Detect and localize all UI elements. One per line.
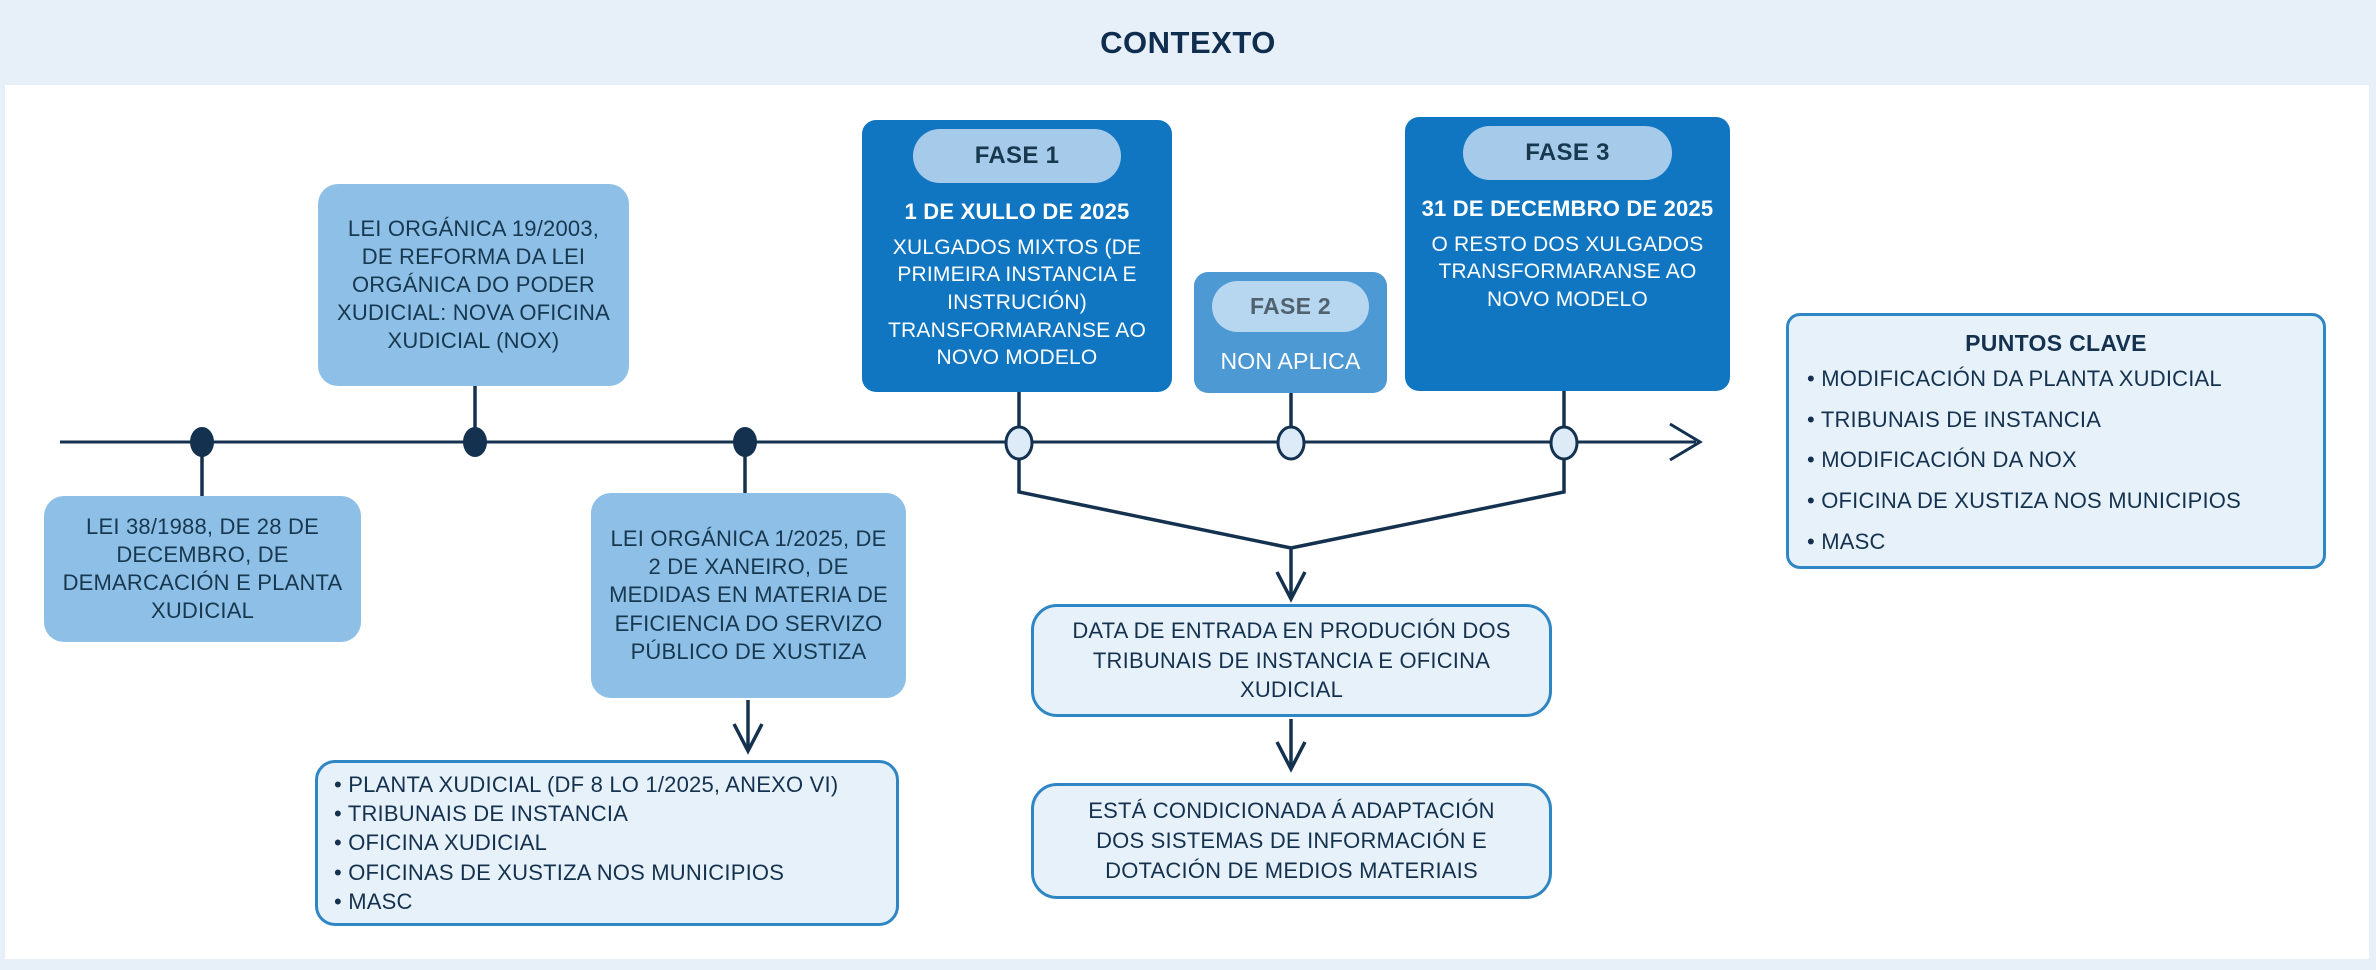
- list-item: MASC: [334, 887, 880, 916]
- fase3-text: O RESTO DOS XULGADOS TRANSFORMARANSE AO …: [1431, 232, 1704, 312]
- law-box-lei-organica-1-2025: LEI ORGÁNICA 1/2025, DE 2 DE XANEIRO, DE…: [591, 493, 906, 698]
- fase1-box: FASE 1 1 DE XULLO DE 2025 XULGADOS MIXTO…: [862, 120, 1172, 392]
- puntos-clave-title: PUNTOS CLAVE: [1965, 330, 2147, 356]
- condicionada-box: ESTÁ CONDICIONADA Á ADAPTACIÓN DOS SISTE…: [1031, 783, 1552, 899]
- fase3-pill: FASE 3: [1463, 126, 1672, 180]
- fase2-pill: FASE 2: [1211, 281, 1370, 332]
- law-box-lei-38-1988: LEI 38/1988, DE 28 DE DECEMBRO, DE DEMAR…: [44, 496, 361, 642]
- list-item: TRIBUNAIS DE INSTANCIA: [334, 799, 880, 828]
- fase2-text: NON APLICA: [1220, 348, 1361, 374]
- law-box-lei-organica-19-2003: LEI ORGÁNICA 19/2003, DE REFORMA DA LEI …: [318, 184, 629, 386]
- list-item: OFICINA XUDICIAL: [334, 828, 880, 857]
- title-band: CONTEXTO: [0, 0, 2376, 85]
- page-title: CONTEXTO: [1100, 24, 1276, 60]
- fase1-pill: FASE 1: [912, 129, 1122, 183]
- lei-1-2025-details-box: PLANTA XUDICIAL (DF 8 LO 1/2025, ANEXO V…: [315, 760, 899, 926]
- list-item: MASC: [1807, 522, 2305, 563]
- fase2-box: FASE 2 NON APLICA: [1194, 272, 1387, 393]
- fase3-date: 31 DE DECEMBRO DE 2025: [1421, 196, 1714, 221]
- puntos-clave-box: PUNTOS CLAVE MODIFICACIÓN DA PLANTA XUDI…: [1786, 313, 2326, 569]
- list-item: TRIBUNAIS DE INSTANCIA: [1807, 400, 2305, 441]
- list-item: OFICINAS DE XUSTIZA NOS MUNICIPIOS: [334, 858, 880, 887]
- list-item: OFICINA DE XUSTIZA NOS MUNICIPIOS: [1807, 481, 2305, 522]
- fase3-box: FASE 3 31 DE DECEMBRO DE 2025 O RESTO DO…: [1405, 117, 1730, 391]
- data-entrada-box: DATA DE ENTRADA EN PRODUCIÓN DOS TRIBUNA…: [1031, 604, 1552, 717]
- fase1-text: XULGADOS MIXTOS (DE PRIMEIRA INSTANCIA E…: [888, 235, 1146, 370]
- list-item: MODIFICACIÓN DA PLANTA XUDICIAL: [1807, 359, 2305, 400]
- puntos-clave-list: MODIFICACIÓN DA PLANTA XUDICIALTRIBUNAIS…: [1807, 359, 2305, 562]
- list-item: PLANTA XUDICIAL (DF 8 LO 1/2025, ANEXO V…: [334, 770, 880, 799]
- list-item: MODIFICACIÓN DA NOX: [1807, 440, 2305, 481]
- fase1-date: 1 DE XULLO DE 2025: [904, 199, 1130, 224]
